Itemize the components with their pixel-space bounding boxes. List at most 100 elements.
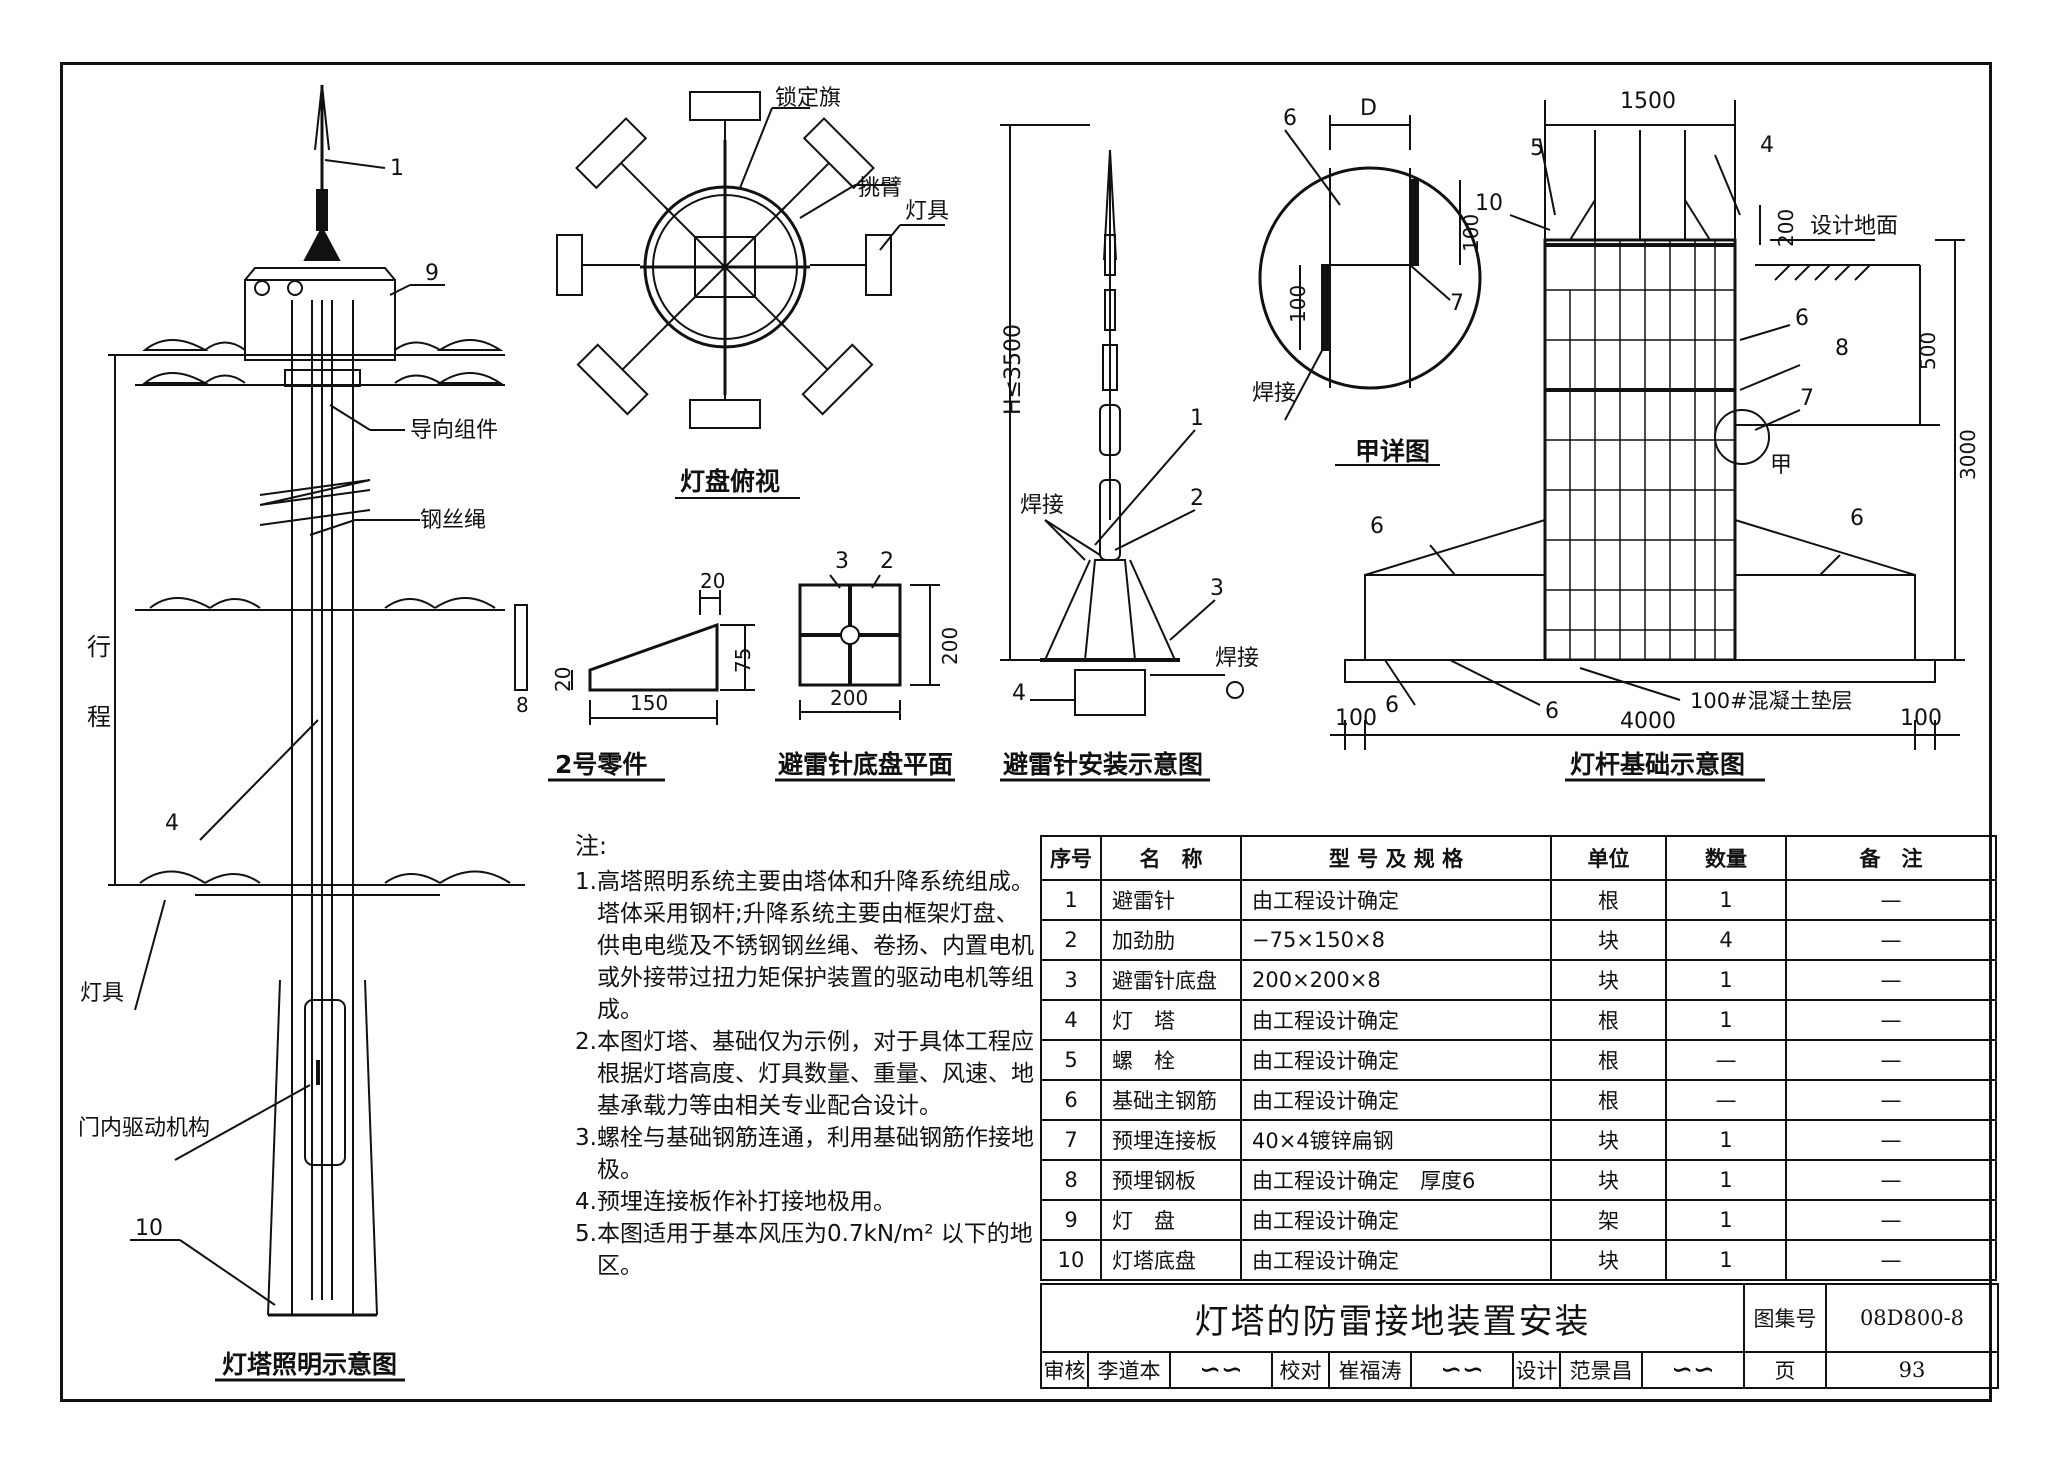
table-cell: 1	[1665, 959, 1787, 1001]
table-cell: −75×150×8	[1240, 919, 1552, 961]
reviewer-signature: ∽∽	[1169, 1351, 1273, 1389]
foundation-callout-6b: 6	[1370, 514, 1384, 539]
designer-name: 范景昌	[1559, 1351, 1643, 1389]
install-height-dim: H≤3500	[1001, 324, 1026, 415]
bom-header-cell: 单位	[1550, 835, 1667, 881]
base-plate-dim-horz: 200	[830, 686, 868, 710]
table-cell: 预埋钢板	[1100, 1159, 1242, 1201]
bom-header-cell: 数量	[1665, 835, 1787, 881]
detail-weld-label: 焊接	[1252, 381, 1296, 406]
concrete-cushion-label: 100#混凝土垫层	[1690, 689, 1853, 713]
rod-install-drawing	[1000, 124, 1244, 782]
table-cell: —	[1785, 959, 1997, 1001]
table-cell: 1	[1665, 1199, 1787, 1241]
table-cell: 块	[1550, 1159, 1667, 1201]
table-cell: 40×4镀锌扁钢	[1240, 1119, 1552, 1161]
note-item-1: 1.高塔照明系统主要由塔体和升降系统组成。塔体采用钢杆;升降系统主要由框架灯盘、…	[575, 869, 1034, 1023]
atlas-number-label: 图集号	[1743, 1283, 1827, 1353]
part2-drawing	[514, 590, 755, 782]
base-plate-callout-3: 3	[835, 549, 849, 574]
table-cell: 根	[1550, 999, 1667, 1041]
note-item-5: 5.本图适用于基本风压为0.7kN/m² 以下的地区。	[575, 1221, 1033, 1279]
table-cell: 块	[1550, 919, 1667, 961]
base-plate-title: 避雷针底盘平面	[778, 750, 953, 779]
foundation-callout-7: 7	[1800, 386, 1814, 411]
foundation-dim-4000: 4000	[1620, 709, 1676, 734]
table-cell: —	[1785, 1119, 1997, 1161]
table-cell: 由工程设计确定	[1240, 1239, 1552, 1281]
lock-flag-label: 锁定旗	[775, 86, 841, 111]
table-cell: 1	[1040, 879, 1102, 921]
page-label: 页	[1743, 1351, 1827, 1389]
reviewer-name: 李道本	[1087, 1351, 1171, 1389]
foundation-callout-5: 5	[1530, 136, 1544, 161]
table-cell: 1	[1665, 1119, 1787, 1161]
table-cell: 10	[1040, 1239, 1102, 1281]
guide-assembly-label: 导向组件	[410, 418, 498, 443]
install-callout-1: 1	[1190, 406, 1204, 431]
table-cell: 螺 栓	[1100, 1039, 1242, 1081]
table-cell: 由工程设计确定	[1240, 999, 1552, 1041]
table-cell: 1	[1665, 879, 1787, 921]
lamp-label: 灯具	[80, 981, 124, 1006]
drive-mechanism-label: 门内驱动机构	[78, 1116, 210, 1141]
arm-label: 挑臂	[858, 176, 902, 201]
drawing-frame	[60, 62, 1992, 1402]
base-plate-drawing	[775, 574, 955, 782]
table-cell: 5	[1040, 1039, 1102, 1081]
table-cell: 根	[1550, 1079, 1667, 1121]
part2-dim-20b: 20	[551, 667, 575, 692]
table-cell: 7	[1040, 1119, 1102, 1161]
table-cell: —	[1785, 879, 1997, 921]
table-cell: —	[1785, 919, 1997, 961]
table-cell: 块	[1550, 959, 1667, 1001]
table-cell: —	[1665, 1039, 1787, 1081]
atlas-number: 08D800-8	[1825, 1283, 1999, 1353]
install-weld-label-1: 焊接	[1020, 493, 1064, 518]
foundation-callout-6c: 6	[1850, 506, 1864, 531]
table-cell: 避雷针底盘	[1100, 959, 1242, 1001]
table-cell: 2	[1040, 919, 1102, 961]
foundation-dim-1500: 1500	[1620, 89, 1676, 114]
checker-name: 崔福涛	[1328, 1351, 1412, 1389]
foundation-dim-500: 500	[1916, 332, 1940, 370]
table-cell: 由工程设计确定	[1240, 1079, 1552, 1121]
table-cell: 由工程设计确定	[1240, 1199, 1552, 1241]
install-callout-2: 2	[1190, 486, 1204, 511]
tower-drawing	[108, 84, 525, 1382]
base-plate-callout-2: 2	[880, 549, 894, 574]
check-label: 校对	[1271, 1351, 1330, 1389]
table-cell: 1	[1665, 999, 1787, 1041]
table-cell: 4	[1665, 919, 1787, 961]
wire-rope-label: 钢丝绳	[420, 508, 486, 533]
tower-callout-9: 9	[425, 261, 439, 286]
foundation-drawing	[1330, 100, 1965, 782]
detail-jia-drawing	[1258, 115, 1482, 466]
designer-signature: ∽∽	[1641, 1351, 1745, 1389]
table-cell: —	[1785, 1039, 1997, 1081]
detail-title: 甲详图	[1355, 437, 1430, 466]
table-cell: 块	[1550, 1239, 1667, 1281]
table-cell: —	[1785, 1159, 1997, 1201]
notes-block: 注: 1.高塔照明系统主要由塔体和升降系统组成。塔体采用钢杆;升降系统主要由框架…	[575, 830, 1035, 1282]
install-callout-3: 3	[1210, 576, 1224, 601]
note-item-3: 3.螺栓与基础钢筋连通，利用基础钢筋作接地极。	[575, 1125, 1034, 1183]
tower-view-title: 灯塔照明示意图	[222, 1350, 397, 1379]
part2-title: 2号零件	[555, 750, 647, 779]
install-callout-4: 4	[1012, 681, 1026, 706]
foundation-callout-6a: 6	[1795, 306, 1809, 331]
table-cell: —	[1785, 1079, 1997, 1121]
table-cell: 6	[1040, 1079, 1102, 1121]
table-cell: 根	[1550, 879, 1667, 921]
page-number: 93	[1825, 1351, 1999, 1389]
table-cell: 由工程设计确定	[1240, 879, 1552, 921]
drawing-title: 灯塔的防雷接地装置安装	[1040, 1283, 1745, 1353]
table-cell: 避雷针	[1100, 879, 1242, 921]
top-view-lamp-label: 灯具	[905, 199, 949, 224]
install-weld-label-2: 焊接	[1215, 646, 1259, 671]
